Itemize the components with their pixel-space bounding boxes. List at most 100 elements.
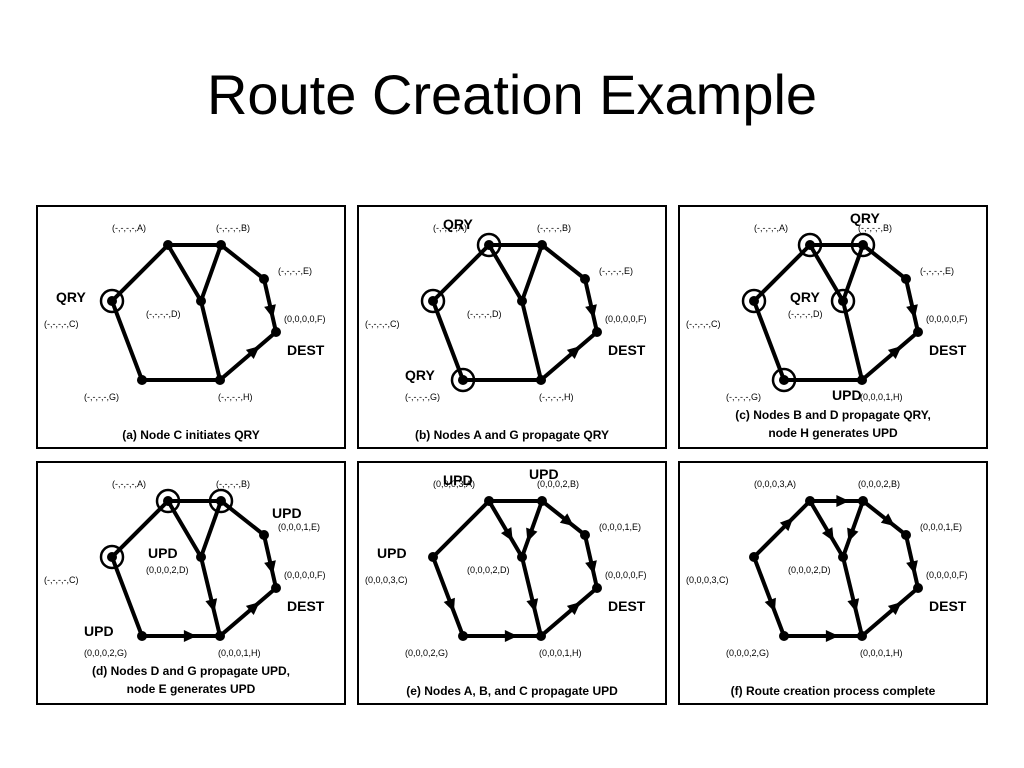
node-label-D: (0,0,0,2,D) xyxy=(146,565,189,575)
caption-line: (b) Nodes A and G propagate QRY xyxy=(415,428,609,442)
node-ring-C xyxy=(741,288,767,314)
caption-line: (c) Nodes B and D propagate QRY, xyxy=(735,408,931,422)
node-G xyxy=(458,375,468,385)
arrow-H-F xyxy=(245,602,260,616)
node-label-C: (-,-,-,-,C) xyxy=(44,575,78,585)
arrow-E-F xyxy=(264,560,276,575)
slide-title: Route Creation Example xyxy=(206,63,818,126)
panel-a: (-,-,-,-,A) (-,-,-,-,B) (-,-,-,-,C) (-,-,-,… xyxy=(36,205,346,449)
arrow-B-E xyxy=(559,513,574,527)
node-A xyxy=(805,496,815,506)
node-label-B: (0,0,0,2,B) xyxy=(537,479,579,489)
mark-B: UPD xyxy=(529,466,559,482)
edge-E-F xyxy=(904,277,920,334)
arrow-D-H xyxy=(205,598,218,613)
arrow-G-H xyxy=(183,630,197,642)
dest-label: DEST xyxy=(287,598,325,614)
arrow-B-D xyxy=(847,527,859,542)
edge-D-H xyxy=(520,555,543,638)
edge-C-A xyxy=(752,243,812,303)
node-E xyxy=(901,274,911,284)
node-label-H: (-,-,-,-,H) xyxy=(539,392,573,402)
mark-C: QRY xyxy=(56,289,86,305)
node-G xyxy=(779,375,789,385)
caption-line: node E generates UPD xyxy=(127,682,256,696)
edge-H-F xyxy=(218,330,278,382)
node-ring-C xyxy=(420,288,446,314)
node-E xyxy=(259,274,269,284)
node-label-G: (-,-,-,-,G) xyxy=(84,392,119,402)
node-D xyxy=(838,552,848,562)
node-B xyxy=(216,240,226,250)
node-B xyxy=(537,496,547,506)
edge-B-E xyxy=(219,243,266,281)
panel-b: (-,-,-,-,A)(-,-,-,-,B)(-,-,-,-,C)(-,-,-,… xyxy=(357,205,667,449)
node-ring-A xyxy=(797,232,823,258)
arrow-H-F xyxy=(245,346,260,360)
node-label-G: (0,0,0,2,G) xyxy=(84,648,127,658)
edge-H-F xyxy=(860,586,920,638)
edge-E-F xyxy=(262,277,278,334)
dest-label: DEST xyxy=(608,342,646,358)
edge-A-D xyxy=(487,499,524,559)
edge-C-A xyxy=(431,243,491,303)
graph-a: (-,-,-,-,A) (-,-,-,-,B) (-,-,-,-,C) (-,-,-,… xyxy=(44,223,326,442)
node-H xyxy=(536,375,546,385)
caption-line: node H generates UPD xyxy=(768,426,898,440)
node-F xyxy=(271,583,281,593)
mark-G: QRY xyxy=(405,367,435,383)
node-label-E: (-,-,-,-,E) xyxy=(599,266,633,276)
node-label-E: (-,-,-,-,E) xyxy=(920,266,954,276)
graph-f: (0,0,0,3,A)(0,0,0,2,B)(0,0,0,3,C)(0,0,0,… xyxy=(686,479,968,698)
arrow-H-F xyxy=(566,602,581,616)
node-H xyxy=(536,631,546,641)
node-label-E: (0,0,0,1,E) xyxy=(920,522,962,532)
edge-B-E xyxy=(861,243,908,281)
mark-A: UPD xyxy=(443,472,473,488)
node-A xyxy=(484,496,494,506)
node-label-D: (0,0,0,2,D) xyxy=(467,565,510,575)
node-label-C: (-,-,-,-,C) xyxy=(44,319,78,329)
node-H xyxy=(857,631,867,641)
node-label-G: (-,-,-,-,G) xyxy=(405,392,440,402)
node-label-F: (0,0,0,0,F) xyxy=(284,570,326,580)
panel-d: (-,-,-,-,A)(-,-,-,-,B)(-,-,-,-,C)(0,0,0,… xyxy=(36,461,346,705)
node-label-B: (-,-,-,-,B) xyxy=(216,479,250,489)
arrow-C-A xyxy=(779,517,794,532)
arrow-C-G xyxy=(443,597,455,613)
node-A xyxy=(484,240,494,250)
arrow-B-E xyxy=(880,513,895,527)
node-label-D: (-,-,-,-,D) xyxy=(146,309,180,319)
node-label-E: (0,0,0,1,E) xyxy=(278,522,320,532)
node-B xyxy=(858,240,868,250)
node-label-F: (0,0,0,0,F) xyxy=(284,314,326,324)
mark-B: QRY xyxy=(850,210,880,226)
edge-B-D xyxy=(841,499,865,559)
edge-H-F xyxy=(539,586,599,638)
panel-e: (0,0,0,3,A)(0,0,0,2,B)(0,0,0,3,C)(0,0,0,… xyxy=(357,461,667,705)
node-label-C: (0,0,0,3,C) xyxy=(686,575,729,585)
graph-d: (-,-,-,-,A)(-,-,-,-,B)(-,-,-,-,C)(0,0,0,… xyxy=(44,479,326,696)
node-label-B: (-,-,-,-,B) xyxy=(537,223,571,233)
mark-C: UPD xyxy=(377,545,407,561)
arrow-A-B xyxy=(836,495,850,507)
node-label-B: (-,-,-,-,B) xyxy=(216,223,250,233)
node-E xyxy=(259,530,269,540)
caption-line: (d) Nodes D and G propagate UPD, xyxy=(92,664,290,678)
node-B xyxy=(537,240,547,250)
dest-label: DEST xyxy=(287,342,325,358)
node-C xyxy=(107,296,117,306)
arrow-G-H xyxy=(825,630,839,642)
node-label-A: (-,-,-,-,A) xyxy=(112,223,146,233)
node-ring-A xyxy=(476,232,502,258)
node-H xyxy=(215,631,225,641)
node-D xyxy=(838,296,848,306)
node-label-A: (-,-,-,-,A) xyxy=(433,223,467,233)
arrow-G-H xyxy=(504,630,518,642)
node-ring-G xyxy=(450,367,476,393)
node-label-C: (0,0,0,3,C) xyxy=(365,575,408,585)
edge-A-D xyxy=(166,243,203,303)
mark-G: UPD xyxy=(84,623,114,639)
mark-A: QRY xyxy=(443,216,473,232)
node-A xyxy=(163,496,173,506)
